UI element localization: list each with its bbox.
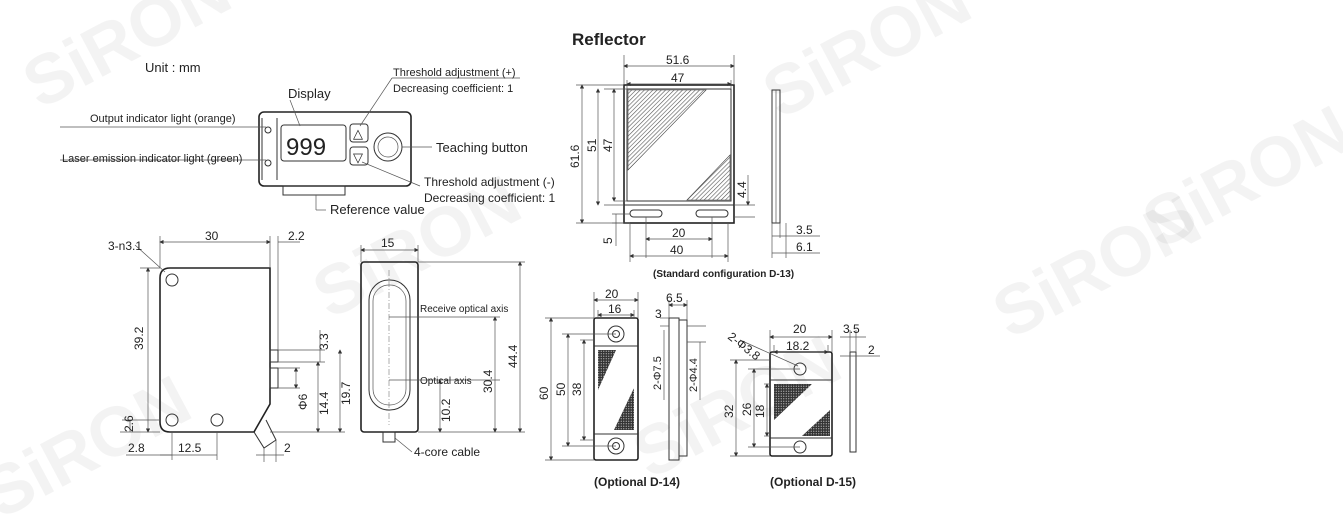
d14-dim-60: 60 [537,386,551,400]
dim-2-2: 2.2 [288,229,305,243]
d14-dim-20: 20 [605,287,619,301]
threshold-up-button [349,123,369,143]
d14-caption: (Optional D-14) [594,475,680,489]
d13-dim-40: 40 [670,243,684,257]
sensor-end-view [360,261,419,443]
d14-dim-6-5: 6.5 [666,291,683,305]
watermark: SiRON [750,0,982,133]
cable-label: 4-core cable [414,445,480,459]
dim-3-3: 3.3 [317,333,331,350]
d15-dim-18-2: 18.2 [786,339,810,353]
dim-15: 15 [381,236,395,250]
d13-dim-6-1: 6.1 [796,240,813,254]
display-digits: 999 [286,134,326,161]
dim-30: 30 [205,229,219,243]
watermark: SiRON [0,360,203,528]
d13-dim-61-6: 61.6 [568,144,582,168]
dim-12-5: 12.5 [178,441,202,455]
d13-dim-3-5: 3.5 [796,223,813,237]
watermark: SiRON [1130,90,1343,263]
dim-2: 2 [284,441,291,455]
d15-dim-20: 20 [793,322,807,336]
receive-optical-axis-label: Receive optical axis [420,304,508,315]
d14-dim-phi4-4: 2-Φ4.4 [688,358,700,392]
threshold-plus-label: Threshold adjustment (+) [393,67,516,79]
coeff-minus-label: Decreasing coefficient: 1 [424,191,556,205]
arrow-up-icon: △ [353,126,363,141]
d14-dim-38: 38 [570,382,584,396]
optical-axis-label: Optical axis [420,376,472,387]
d13-dim-20: 20 [672,226,686,240]
d15-caption: (Optional D-15) [770,475,856,489]
teaching-button-label: Teaching button [436,140,528,155]
laser-indicator-label: Laser emission indicator light (green) [62,153,242,165]
reflector-title: Reflector [572,30,646,49]
sensor-side-view [159,267,279,449]
dim-44-4: 44.4 [506,344,520,368]
dim-2-6: 2.6 [122,415,136,432]
dim-2-8: 2.8 [128,441,145,455]
dim-10-2: 10.2 [439,398,453,422]
unit-label: Unit : mm [145,60,201,75]
output-indicator-label: Output indicator light (orange) [90,113,236,125]
display-window [280,124,347,162]
reflector-d14 [593,317,688,461]
laser-indicator-led [264,159,272,167]
d14-dim-50: 50 [554,382,568,396]
reference-value-label: Reference value [330,202,425,217]
coeff-plus-label: Decreasing coefficient: 1 [393,83,513,95]
d13-dim-51: 51 [585,138,599,152]
threshold-down-button [349,146,369,166]
threshold-minus-label: Threshold adjustment (-) [424,175,555,189]
d13-caption: (Standard configuration D-13) [653,269,794,280]
dim-39-2: 39.2 [132,326,146,350]
d13-dim-4-4: 4.4 [735,181,749,198]
dim-14-4: 14.4 [317,391,331,415]
d13-dim-5: 5 [601,237,615,244]
d14-dim-3: 3 [655,307,662,321]
dim-19-7: 19.7 [339,381,353,405]
watermark: SiRON [10,0,242,123]
side-hole-label: 3-n3.1 [108,239,142,253]
reflector-d13 [623,84,781,224]
display-label: Display [288,86,331,101]
d13-dim-51-6: 51.6 [666,53,690,67]
reflector-d15 [769,351,857,457]
d15-dim-26: 26 [740,402,754,416]
d13-dim-47: 47 [671,71,685,85]
d15-dim-2: 2 [868,343,875,357]
d15-dim-32: 32 [722,404,736,418]
dim-phi6: Φ6 [296,393,310,410]
output-indicator-led [264,126,272,134]
d15-dim-3-5: 3.5 [843,322,860,336]
dim-30-4: 30.4 [481,369,495,393]
arrow-down-icon: ▽ [353,150,363,165]
d13-dim-47v: 47 [601,138,615,152]
d14-dim-phi7-5: 2-Φ7.5 [652,356,664,390]
sensor-front-view: 999 △ ▽ [258,111,412,196]
d14-dim-16: 16 [608,302,622,316]
d15-dim-18: 18 [753,404,767,418]
